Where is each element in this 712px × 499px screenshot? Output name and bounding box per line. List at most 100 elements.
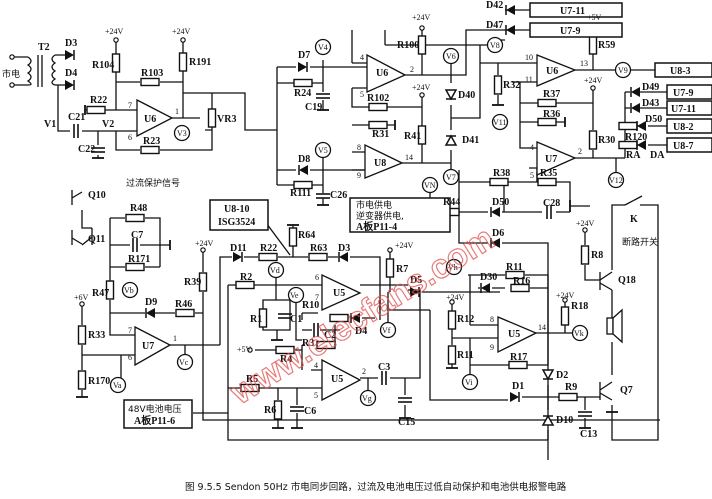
- label-d43: D43: [642, 98, 659, 109]
- label-v6: V6: [446, 52, 456, 61]
- supply-label: +24V: [195, 239, 214, 248]
- pin-number: 13: [580, 59, 588, 68]
- label-d40: D40: [458, 90, 475, 101]
- label-v7: V7: [446, 173, 456, 182]
- label-r18: R18: [571, 301, 588, 312]
- pin-number: 2: [578, 147, 582, 156]
- label-v2: V2: [102, 119, 114, 130]
- label-r47: R47: [92, 288, 109, 299]
- label-d6: D6: [492, 228, 504, 239]
- label-v5: V5: [318, 146, 328, 155]
- label-r171: R171: [128, 254, 150, 265]
- supply-label: +6V: [74, 293, 89, 302]
- label-v11: V11: [493, 118, 506, 127]
- label-r37: R37: [543, 89, 560, 100]
- label-v12: V12: [609, 176, 623, 185]
- label-r22b: R22: [260, 243, 277, 254]
- supply-label: +24V: [446, 293, 465, 302]
- opamp-u5b: [321, 358, 362, 402]
- transistors: [71, 190, 613, 401]
- label-r191: R191: [189, 57, 211, 68]
- label-r2: R2: [240, 272, 252, 283]
- label-vd: Vd: [270, 266, 280, 275]
- box-u8-7: [666, 137, 712, 153]
- box-u8-3: [654, 62, 712, 78]
- pin-number: 1: [173, 334, 177, 343]
- box-u8-10: [209, 199, 269, 231]
- label-r33: R33: [88, 330, 105, 341]
- label-r24: R24: [294, 88, 311, 99]
- label-q18: Q18: [618, 275, 636, 286]
- label-u5a: U5: [333, 288, 345, 299]
- label-r11b: R11: [457, 350, 474, 361]
- label-r3: R3: [302, 338, 314, 349]
- label-d42: D42: [486, 0, 503, 11]
- opamp-u6a: [136, 98, 174, 138]
- label-u7b: U7: [142, 341, 154, 352]
- label-r48: R48: [130, 203, 147, 214]
- label-r120: R120: [625, 132, 647, 143]
- box-u8-2: [666, 118, 712, 134]
- opamp-u5c: [497, 316, 538, 354]
- opamp-u6b: [366, 53, 407, 94]
- box-text: U8-3: [670, 66, 691, 77]
- box-mains-inverter: [349, 197, 451, 233]
- label-d3: D3: [65, 38, 77, 49]
- opamp-u6c: [536, 54, 577, 87]
- label-r5: R5: [246, 374, 258, 385]
- label-vh: Vh: [448, 263, 458, 272]
- label-c7: C7: [131, 230, 143, 241]
- pin-number: 11: [525, 75, 533, 84]
- label-c28: C28: [543, 198, 560, 209]
- opamp-u7a: [536, 141, 577, 177]
- box-text: U7-9: [560, 26, 581, 37]
- label-r10: R10: [302, 300, 319, 311]
- supply-label: +24V: [172, 27, 191, 36]
- label-r44: R44: [443, 197, 460, 208]
- label-d5: D5: [410, 275, 422, 286]
- grounds: [75, 104, 619, 429]
- label-c21: C21: [68, 112, 85, 123]
- supply-label: +24V: [576, 219, 595, 228]
- label-d10: D10: [556, 415, 573, 426]
- label-v8: V8: [490, 41, 500, 50]
- label-r12: R12: [457, 314, 474, 325]
- supply-label: +5V: [587, 13, 602, 22]
- mains-terminal: [9, 54, 15, 60]
- supply-label: +24V: [105, 27, 124, 36]
- label-r111: R111: [290, 188, 311, 199]
- transformer-t2: [26, 54, 57, 87]
- pin-number: 2: [410, 65, 414, 74]
- label-d47: D47: [486, 20, 503, 31]
- label-r30: R30: [598, 135, 615, 146]
- label-v3: V3: [177, 129, 187, 138]
- label-r100: R100: [397, 40, 419, 51]
- label-t2: T2: [38, 42, 50, 53]
- label-c15: C15: [398, 417, 415, 428]
- label-u7a: U7: [545, 154, 557, 165]
- label-d49: D49: [642, 82, 659, 93]
- label-overcurrent: 过流保护信号: [126, 177, 180, 189]
- pin-number: 4: [530, 143, 534, 152]
- label-r11: R11: [506, 262, 523, 273]
- pin-number: 5: [530, 171, 534, 180]
- signal-boxes: [123, 2, 712, 429]
- pin-number: 5: [360, 90, 364, 99]
- supply-label: +24V: [556, 291, 575, 300]
- speaker-icon: [606, 308, 623, 344]
- box-text: ISG3524: [218, 217, 255, 228]
- label-va: Va: [113, 381, 122, 390]
- label-vr3: VR3: [217, 114, 236, 125]
- pin-number: 6: [128, 133, 132, 142]
- pin-number: 9: [357, 171, 361, 180]
- label-vi: Vi: [465, 378, 473, 387]
- mains-terminal: [9, 82, 15, 88]
- pin-number: 4: [314, 361, 318, 370]
- pin-number: 2: [362, 367, 366, 376]
- pin-number: 1: [175, 107, 179, 116]
- label-c2: C2: [324, 330, 336, 341]
- meters: [109, 36, 632, 407]
- supply-label: +5V: [237, 345, 252, 354]
- label-r63: R63: [310, 243, 327, 254]
